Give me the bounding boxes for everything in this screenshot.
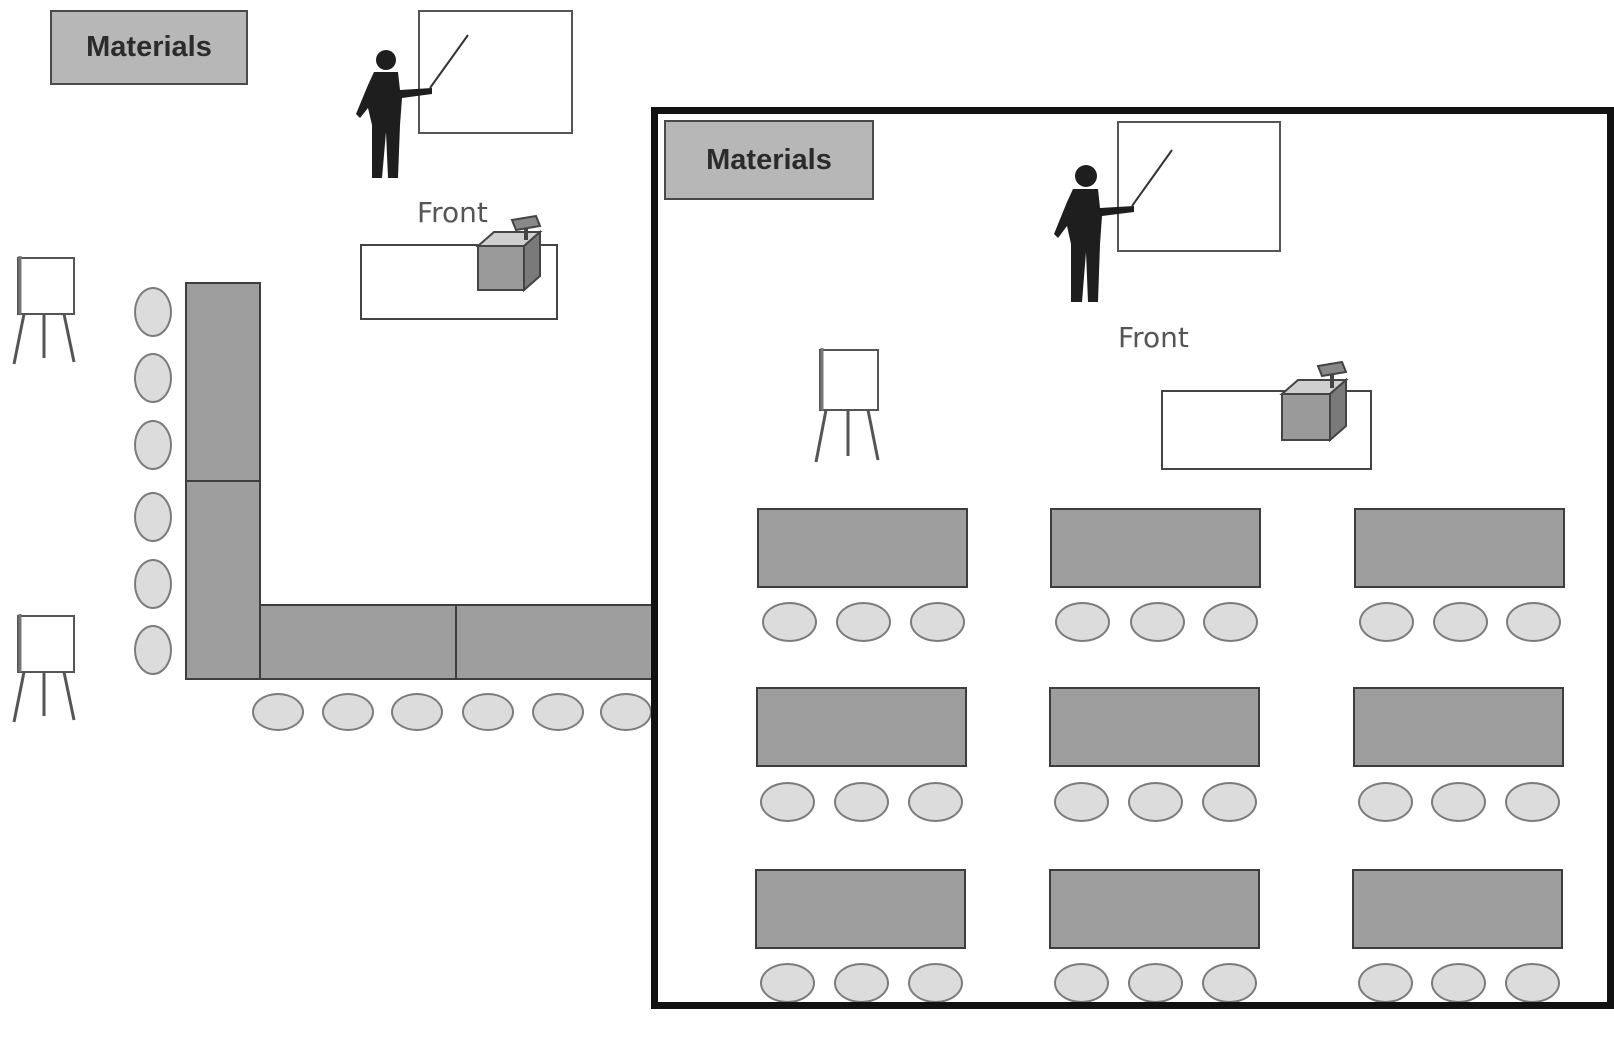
table — [185, 480, 261, 680]
chair — [1203, 602, 1258, 642]
chair — [391, 693, 443, 731]
chair — [134, 625, 172, 675]
chair — [134, 559, 172, 609]
chair — [1054, 963, 1109, 1002]
chair — [1433, 602, 1488, 642]
chair — [1130, 602, 1185, 642]
chair — [1202, 782, 1257, 822]
chair — [600, 693, 652, 731]
chair — [834, 782, 889, 822]
table — [1352, 869, 1563, 949]
chair — [908, 782, 963, 822]
chair — [1202, 963, 1257, 1002]
chair — [1505, 963, 1560, 1002]
chair — [134, 287, 172, 337]
chair — [834, 963, 889, 1002]
chair — [134, 492, 172, 542]
inset-panel: Materials Front — [651, 107, 1614, 1009]
chair — [1431, 963, 1486, 1002]
chair — [1055, 602, 1110, 642]
overhead-projector-icon — [475, 214, 543, 293]
whiteboard-left — [418, 10, 573, 134]
chair — [462, 693, 514, 731]
materials-label-right: Materials — [706, 143, 832, 176]
chair — [134, 353, 172, 403]
chair — [908, 963, 963, 1002]
chair — [1358, 963, 1413, 1002]
flipchart-icon — [12, 256, 76, 365]
table — [1353, 687, 1564, 767]
presenter-icon — [1054, 149, 1173, 302]
chair — [1506, 602, 1561, 642]
chair — [762, 602, 817, 642]
table — [1354, 508, 1565, 588]
chair — [1128, 963, 1183, 1002]
chair — [1054, 782, 1109, 822]
chair — [134, 420, 172, 470]
materials-label-left: Materials — [86, 31, 212, 63]
chair — [910, 602, 965, 642]
chair — [1431, 782, 1486, 822]
table — [1049, 687, 1260, 767]
chair — [760, 963, 815, 1002]
table — [1049, 869, 1260, 949]
chair — [322, 693, 374, 731]
overhead-projector-icon — [1279, 360, 1349, 443]
table — [757, 508, 968, 588]
table — [755, 869, 966, 949]
chair — [760, 782, 815, 822]
presenter-icon — [356, 34, 469, 178]
table — [756, 687, 967, 767]
materials-box-left: Materials — [50, 10, 248, 85]
whiteboard-right — [1117, 121, 1281, 252]
chair — [252, 693, 304, 731]
chair — [1128, 782, 1183, 822]
table — [185, 282, 261, 482]
chair — [836, 602, 891, 642]
chair — [1359, 602, 1414, 642]
table — [1050, 508, 1261, 588]
front-label-right: Front — [1118, 321, 1189, 354]
materials-box-right: Materials — [664, 120, 874, 200]
table — [259, 604, 457, 680]
flipchart-icon — [12, 614, 76, 723]
chair — [1358, 782, 1413, 822]
table — [455, 604, 655, 680]
front-label-left: Front — [417, 196, 488, 229]
chair — [532, 693, 584, 731]
flipchart-icon — [814, 348, 880, 463]
chair — [1505, 782, 1560, 822]
